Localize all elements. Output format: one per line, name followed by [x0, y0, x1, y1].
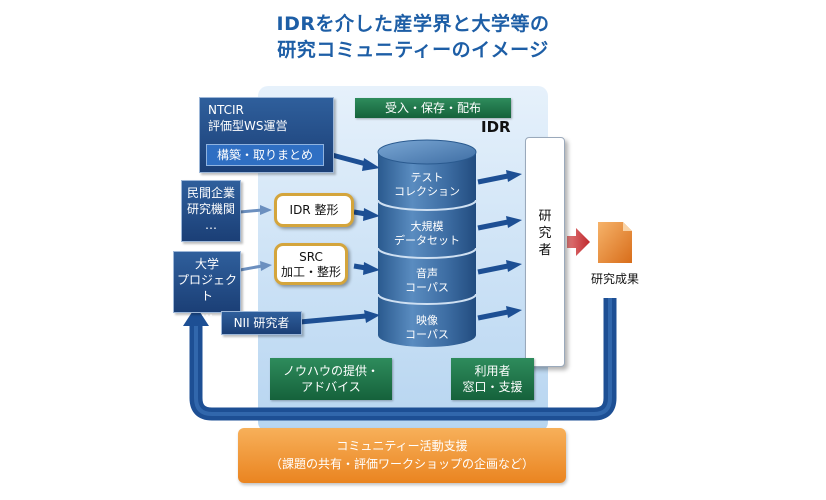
segment-test-collection-line-2: コレクション	[394, 185, 460, 198]
feedback-loop-arrow	[183, 298, 617, 421]
idr-label: IDR	[481, 118, 511, 136]
researcher-box: 研 究 者	[525, 137, 565, 367]
community-support-box: コミュニティー活動支援 （課題の共有・評価ワークショップの企画など）	[238, 428, 566, 483]
researcher-label: 研 究 者	[538, 209, 552, 258]
segment-test-collection-line-1: テスト	[410, 171, 444, 184]
private-line-3: …	[205, 218, 217, 232]
arrow-video-to-researcher	[477, 306, 522, 321]
segment-audio-corpus: 音声 コーパス	[378, 267, 476, 295]
arrow-private-to-idr-process	[239, 205, 272, 215]
segment-large-dataset-line-1: 大規模	[410, 220, 444, 233]
university-box: 大学 プロジェクト …	[173, 251, 241, 319]
src-line-2: 加工・整形	[280, 265, 341, 279]
user-support-box: 利用者 窓口・支援	[451, 358, 534, 400]
segment-video-corpus-line-1: 映像	[416, 314, 438, 327]
segment-large-dataset: 大規模 データセット	[378, 220, 476, 248]
private-sector-box: 民間企業 研究機関 …	[181, 180, 241, 242]
document-icon	[598, 222, 632, 263]
segment-test-collection: テスト コレクション	[378, 171, 476, 199]
idr-formatting-box: IDR 整形	[274, 193, 354, 227]
title-line-2: 研究コミュニティーのイメージ	[277, 39, 549, 61]
arrow-idr-process-to-idr	[353, 208, 380, 221]
idr-database-cylinder	[377, 139, 477, 347]
arrow-audio-to-researcher	[477, 260, 522, 275]
receive-store-distribute-label: 受入・保存・配布	[355, 98, 511, 118]
knowhow-line-1: ノウハウの提供・	[282, 364, 379, 378]
knowhow-line-2: アドバイス	[301, 380, 361, 394]
arrow-test-collection-to-researcher	[477, 170, 522, 185]
segment-video-corpus-line-2: コーパス	[405, 328, 449, 341]
knowhow-box: ノウハウの提供・ アドバイス	[270, 358, 392, 400]
ntcir-workshop-label: 評価型WS運営	[208, 119, 288, 133]
community-line-2: （課題の共有・評価ワークショップの企画など）	[269, 457, 534, 471]
arrow-nii-to-idr	[299, 310, 380, 325]
private-line-2: 研究機関	[186, 202, 235, 216]
ntcir-box: NTCIR 評価型WS運営 構築・取りまとめ	[199, 97, 334, 173]
arrow-university-to-src	[239, 261, 272, 272]
community-line-1: コミュニティー活動支援	[336, 439, 468, 453]
segment-audio-corpus-line-2: コーパス	[405, 281, 449, 294]
university-line-1: 大学	[194, 257, 219, 271]
arrow-researcher-to-results	[567, 228, 590, 256]
arrow-ntcir-to-idr	[331, 152, 380, 171]
segment-large-dataset-line-2: データセット	[394, 234, 460, 247]
ntcir-label: NTCIR	[208, 103, 244, 117]
title-line-1: IDRを介した産学界と大学等の	[276, 13, 550, 35]
university-line-2: プロジェクト	[176, 273, 237, 303]
src-line-1: SRC	[299, 250, 323, 264]
university-line-3: …	[201, 305, 213, 319]
research-results-label: 研究成果	[590, 272, 639, 286]
nii-researcher-box: NII 研究者	[221, 311, 302, 335]
arrow-src-to-idr	[353, 262, 380, 275]
arrow-dataset-to-researcher	[477, 216, 522, 231]
ntcir-construction-label: 構築・取りまとめ	[206, 144, 324, 166]
segment-audio-corpus-line-1: 音声	[416, 267, 438, 280]
user-support-line-1: 利用者	[474, 364, 511, 378]
src-processing-box: SRC 加工・整形	[274, 243, 348, 285]
private-line-1: 民間企業	[186, 186, 235, 200]
segment-video-corpus: 映像 コーパス	[378, 314, 476, 342]
user-support-line-2: 窓口・支援	[462, 380, 523, 394]
